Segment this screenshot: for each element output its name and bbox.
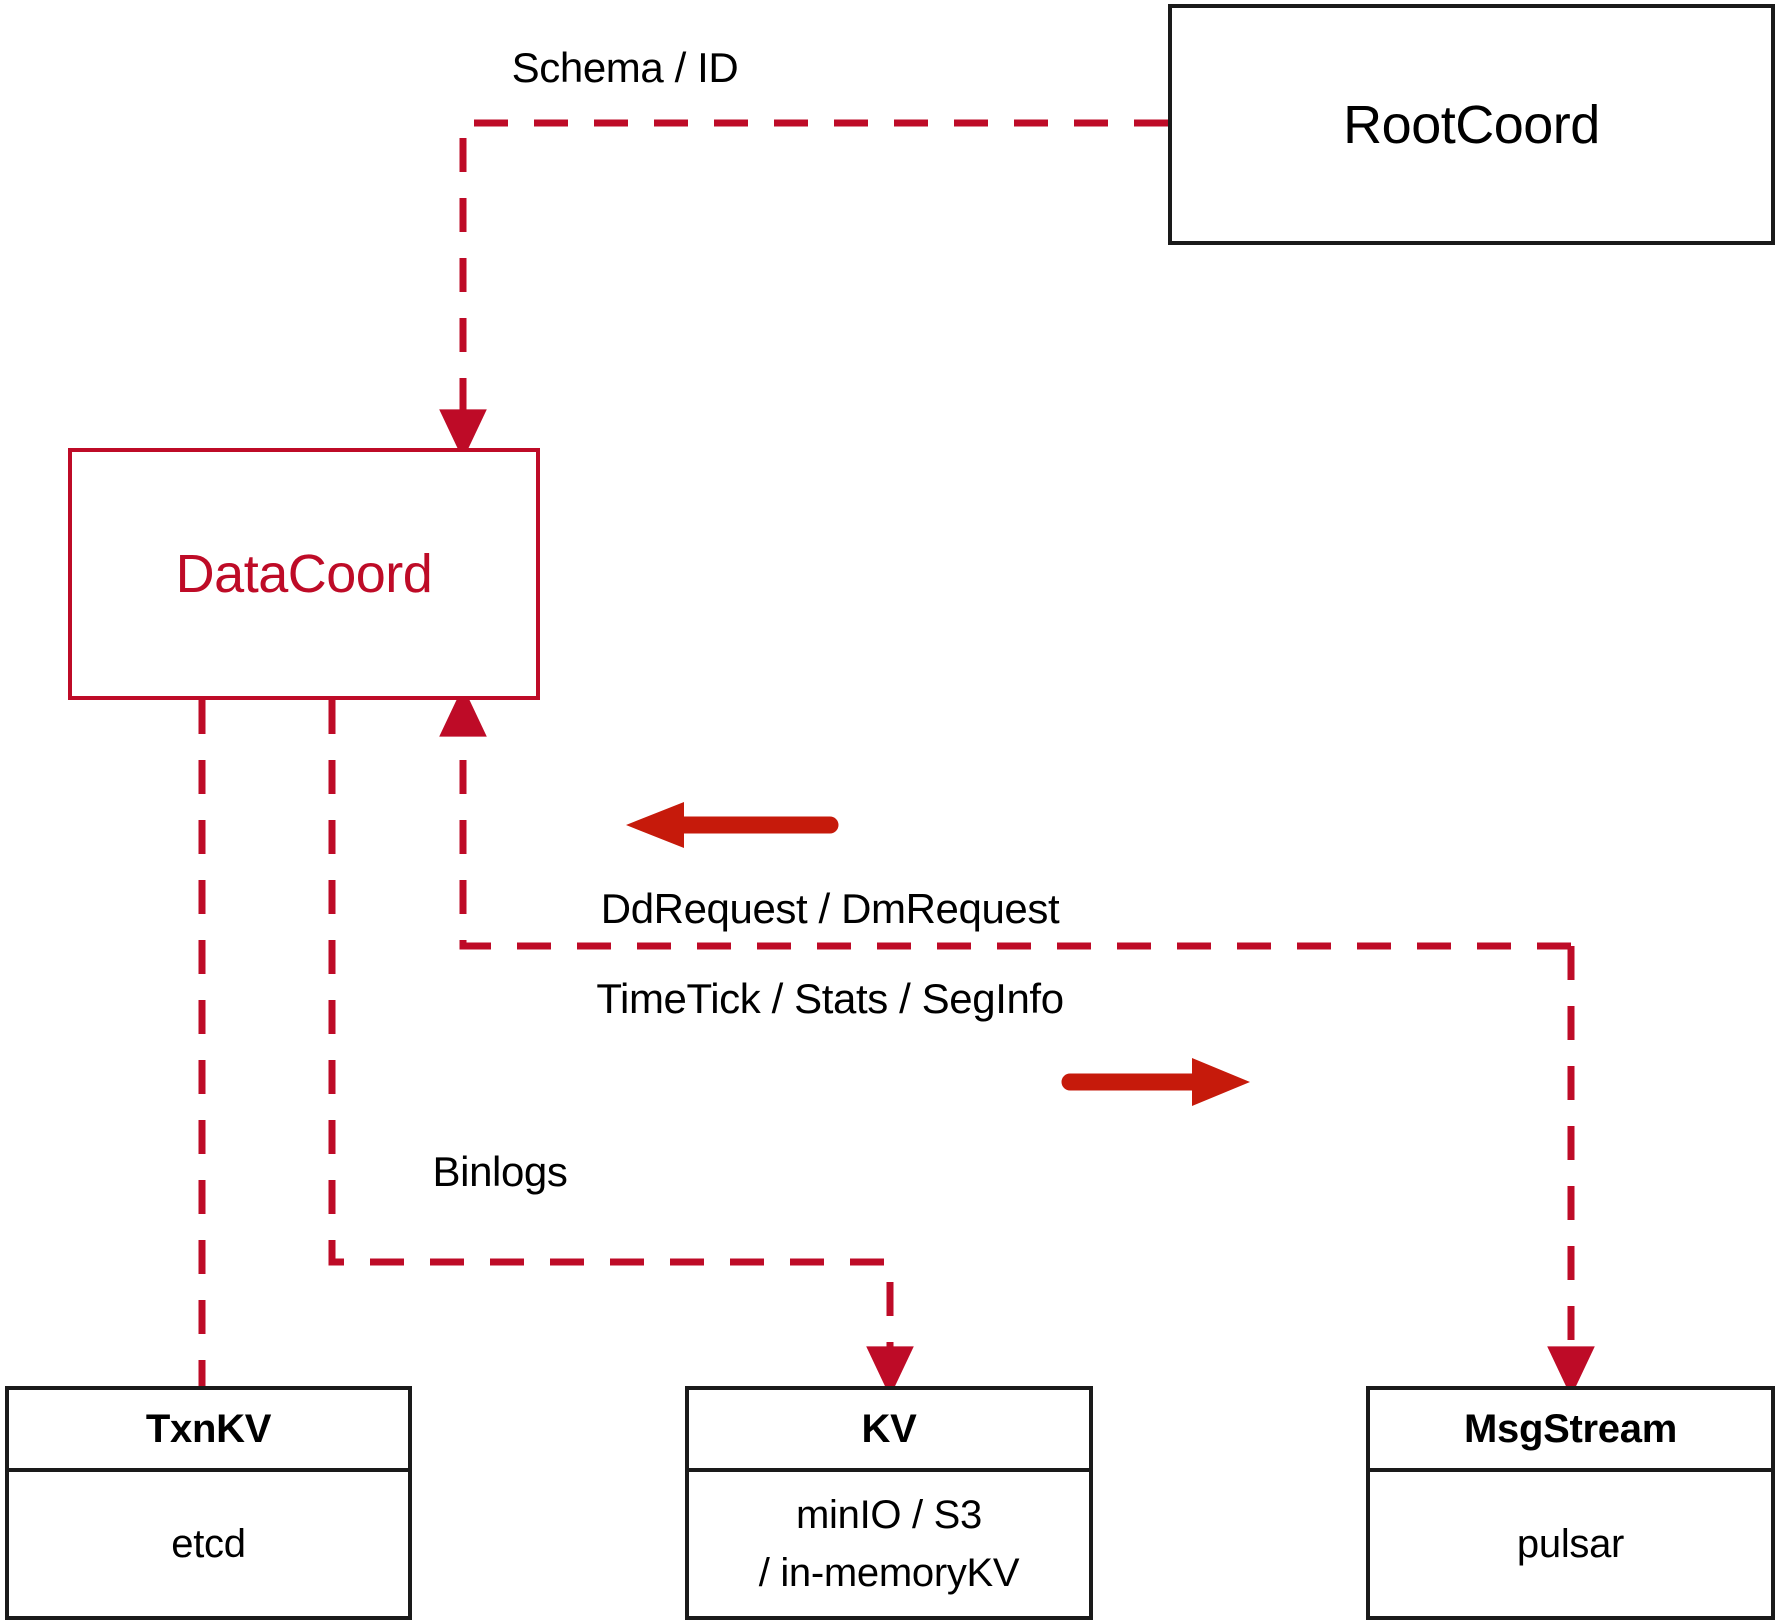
node-txnkv[interactable]: TxnKV etcd (5, 1386, 412, 1620)
inbound-direction-arrow (626, 802, 839, 848)
node-rootcoord[interactable]: RootCoord (1168, 4, 1775, 245)
outbound-direction-arrow (1061, 1058, 1250, 1106)
node-msgstream-label: MsgStream (1464, 1406, 1677, 1451)
node-txnkv-header: TxnKV (9, 1390, 408, 1472)
node-kv-body: minIO / S3 / in-memoryKV (689, 1472, 1089, 1616)
node-txnkv-body: etcd (9, 1472, 408, 1616)
node-msgstream-body: pulsar (1370, 1472, 1771, 1616)
edge-msgstream-to-datacoord (439, 686, 1571, 950)
node-txnkv-label: TxnKV (145, 1406, 272, 1451)
node-kv-body-line-1: minIO / S3 (796, 1493, 982, 1537)
node-datacoord[interactable]: DataCoord (68, 448, 540, 700)
edge-label-dd-dm-request: DdRequest / DmRequest (600, 885, 1060, 932)
node-datacoord-label: DataCoord (175, 544, 433, 604)
edge-label-binlogs: Binlogs (432, 1148, 568, 1195)
edge-datacoord-to-kv (328, 700, 914, 1397)
node-kv-label: KV (861, 1406, 917, 1451)
node-txnkv-body-line: etcd (171, 1522, 246, 1566)
node-rootcoord-label: RootCoord (1343, 94, 1600, 155)
node-msgstream-header: MsgStream (1370, 1390, 1771, 1472)
node-kv-header: KV (689, 1390, 1089, 1472)
edge-rootcoord-to-datacoord (439, 119, 1168, 460)
node-kv[interactable]: KV minIO / S3 / in-memoryKV (685, 1386, 1093, 1620)
node-kv-body-line-2: / in-memoryKV (758, 1551, 1020, 1595)
node-msgstream[interactable]: MsgStream pulsar (1366, 1386, 1775, 1620)
node-msgstream-body-line: pulsar (1516, 1522, 1625, 1566)
edge-label-timetick-stats-seginfo: TimeTick / Stats / SegInfo (596, 975, 1064, 1022)
edge-label-schema-id: Schema / ID (511, 44, 739, 91)
